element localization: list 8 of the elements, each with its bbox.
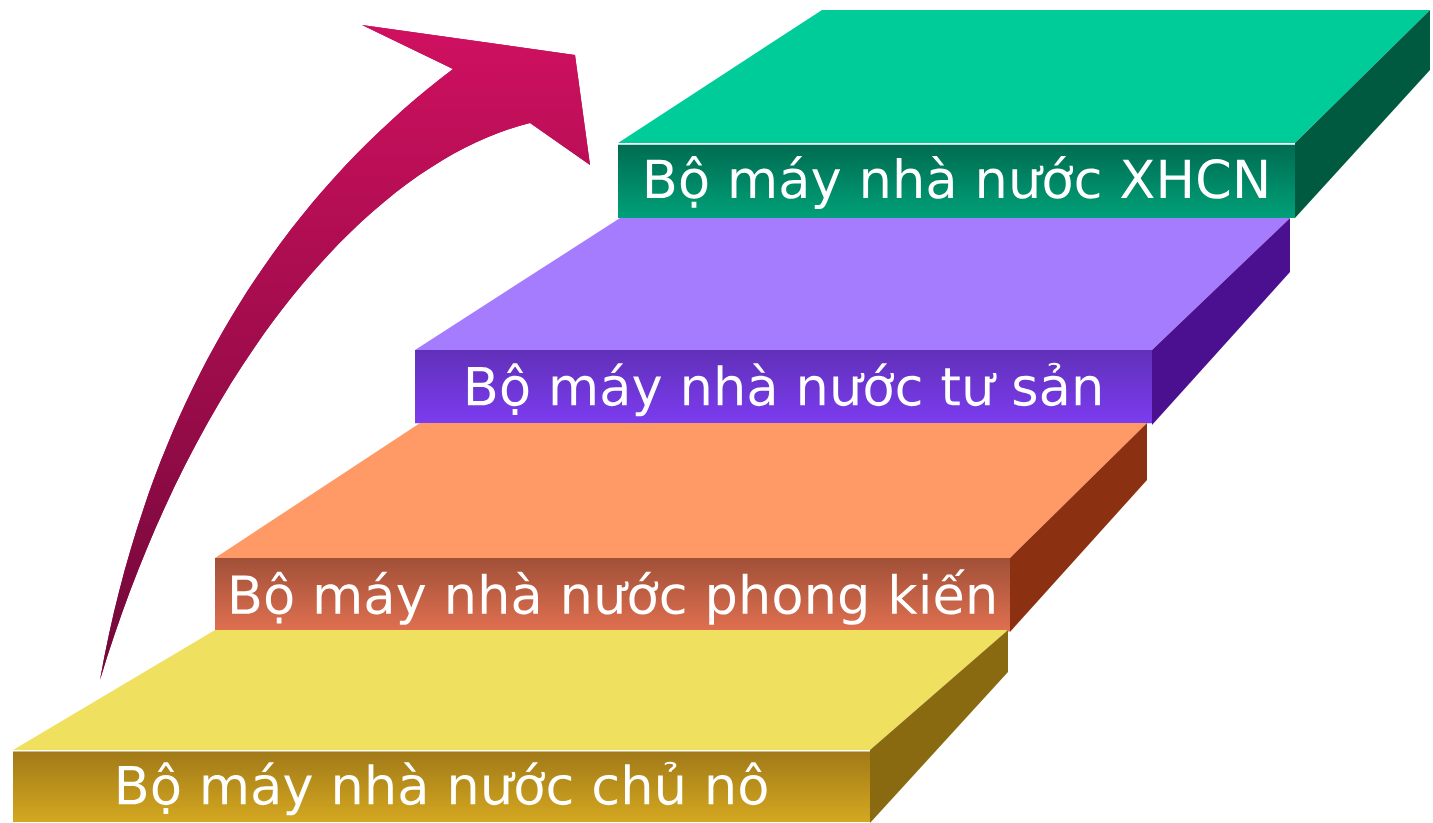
node-label: Bộ máy nhà nước chủ nô <box>118 761 767 816</box>
node-label: Bộ máy nhà nước XHCN <box>646 155 1267 210</box>
stair-step: Bộ máy nhà nước chủ nô <box>13 630 1008 823</box>
node-label: Bộ máy nhà nước phong kiến <box>232 569 994 625</box>
stair-step: Bộ máy nhà nước phong kiến <box>215 423 1147 632</box>
stair-step: Bộ máy nhà nước XHCN <box>618 10 1430 218</box>
node-label: Bộ máy nhà nước tư sản <box>467 362 1100 417</box>
stair-step: Bộ máy nhà nước tư sản <box>415 218 1290 425</box>
